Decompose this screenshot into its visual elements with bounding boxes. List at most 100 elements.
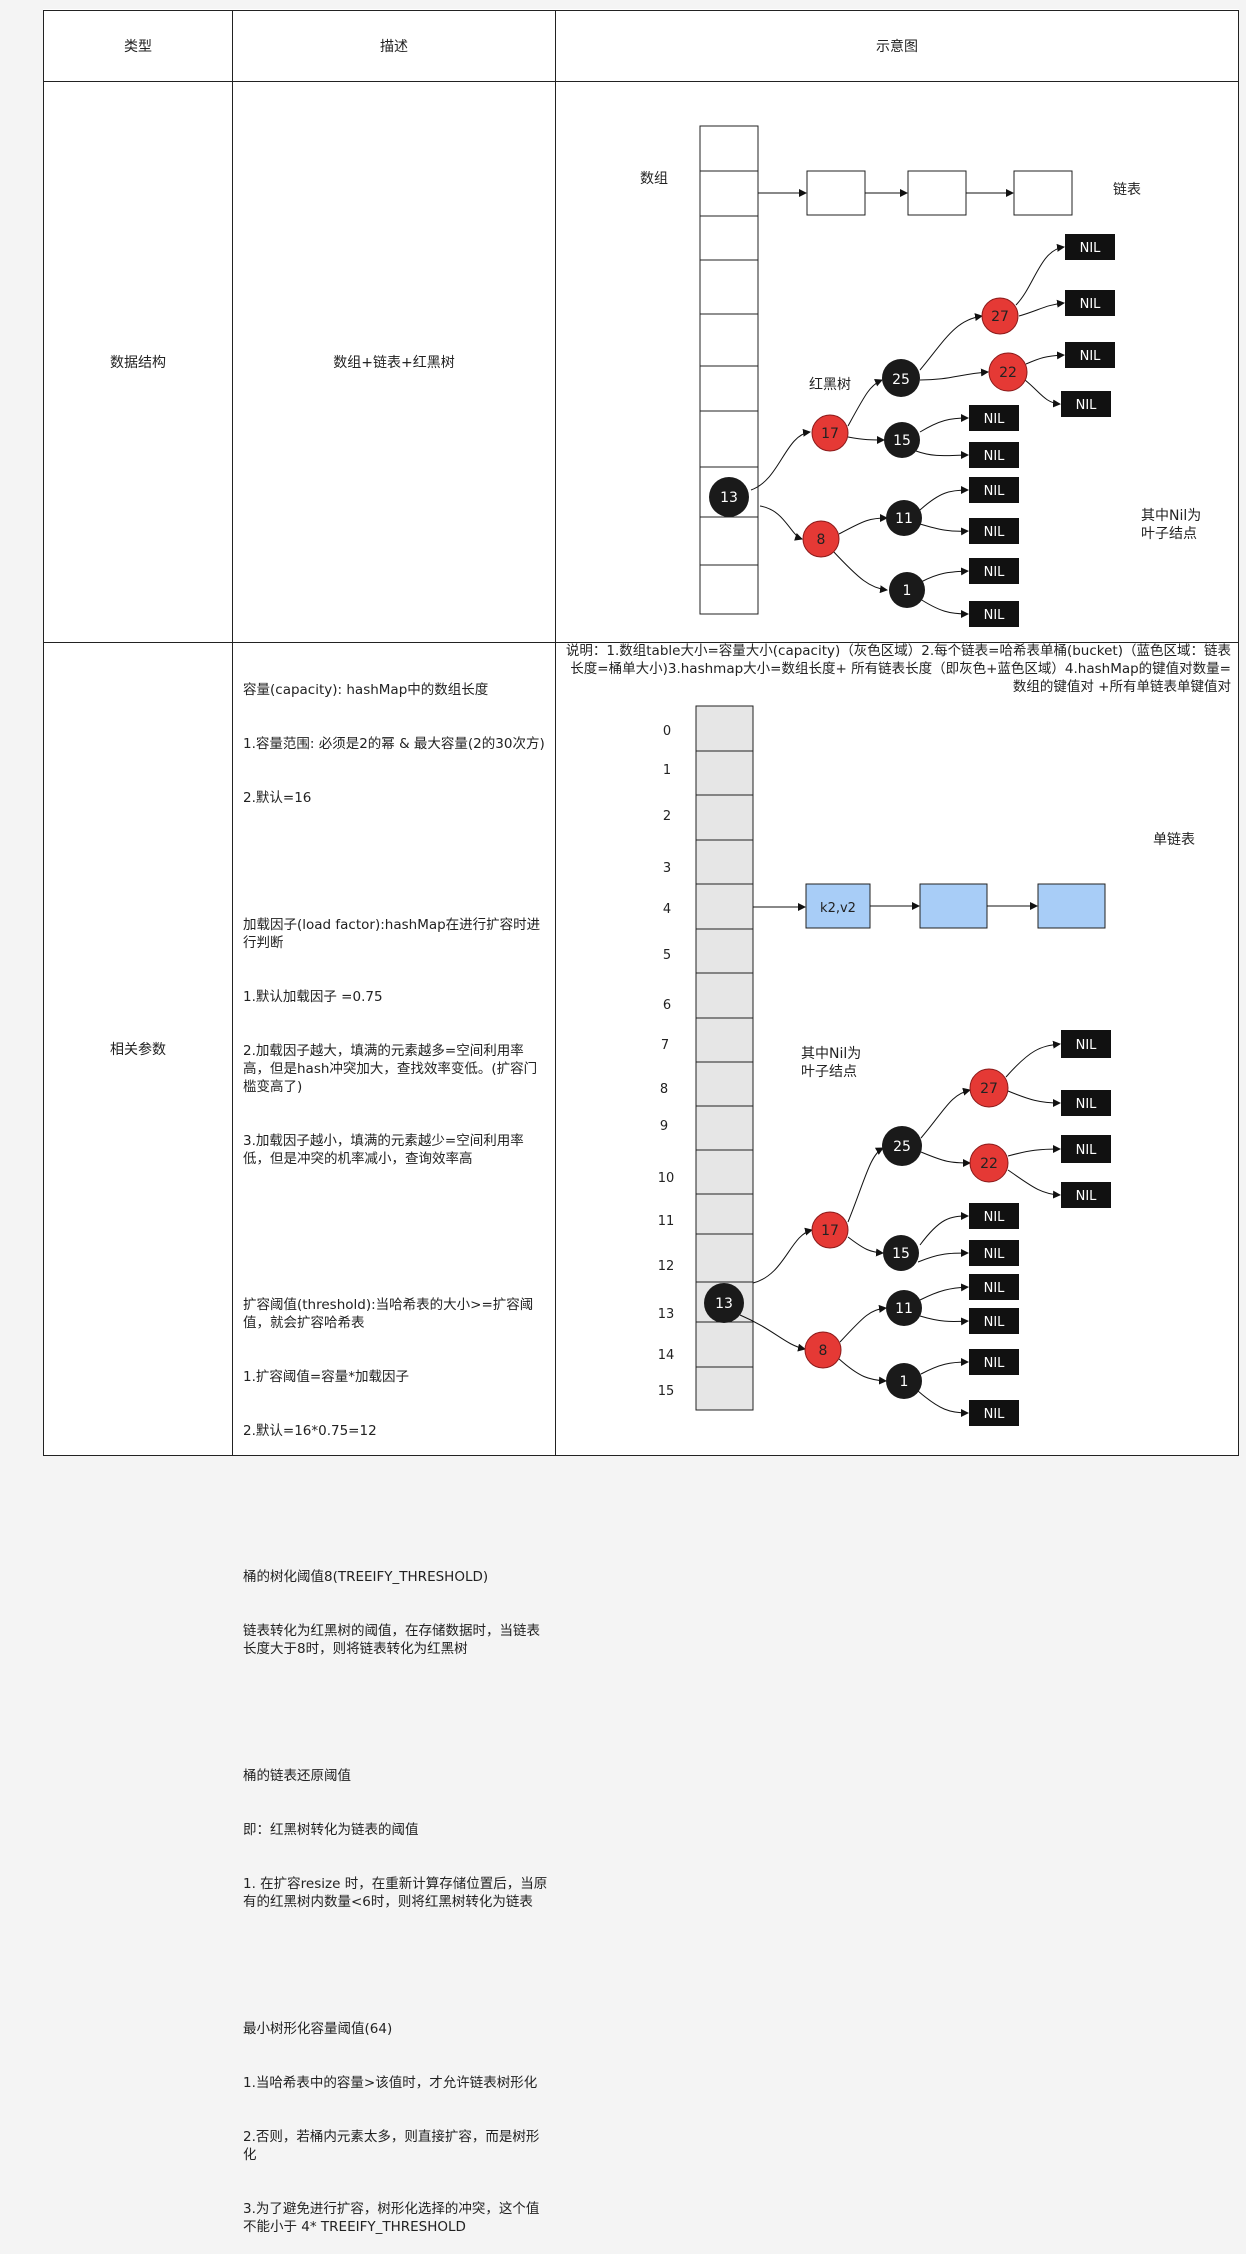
list-node (806, 170, 866, 216)
nil-label: NIL (984, 565, 1006, 580)
nil-label: NIL (1076, 1038, 1098, 1053)
node-label: 8 (819, 1343, 828, 1359)
linked-list-2: k2,v2 (753, 883, 1106, 929)
tree-node-8: 8 (802, 520, 840, 558)
nil-label: NIL (1076, 1143, 1098, 1158)
nil-node: NIL (969, 405, 1019, 431)
tree-node-11: 11 (886, 500, 922, 536)
tree-node-1: 1 (889, 572, 925, 608)
tree-node-15: 15 (884, 422, 920, 458)
node-label: 13 (720, 490, 738, 506)
param-line: 2.否则，若桶内元素太多，则直接扩容，而是树形化 (243, 2129, 540, 2163)
nil-label: NIL (1076, 398, 1098, 413)
nil-note-line1: 其中Nil为 (1141, 508, 1201, 524)
single-list-label: 单链表 (1153, 832, 1195, 848)
linked-list-1 (758, 170, 1073, 216)
nil-node: NIL (1061, 1135, 1111, 1163)
tree-node-13: 13 (704, 1283, 744, 1323)
node-label: 1 (903, 583, 912, 599)
param-line: 链表转化为红黑树的阈值，在存储数据时，当链表长度大于8时，则将链表转化为红黑树 (243, 1623, 540, 1657)
nil-node: NIL (969, 558, 1019, 584)
node-label: 15 (892, 1246, 910, 1262)
bucket-index: 7 (661, 1038, 669, 1053)
nil-node: NIL (1061, 1090, 1111, 1116)
list-node-label: k2,v2 (820, 901, 856, 916)
nil-node: NIL (1061, 391, 1111, 417)
nil-node: NIL (1061, 1030, 1111, 1058)
bucket-index: 2 (663, 809, 671, 824)
nil-label: NIL (984, 484, 1006, 499)
param-line: 容量(capacity): hashMap中的数组长度 (243, 682, 489, 698)
array-column-1 (699, 125, 759, 615)
bucket-index: 1 (663, 763, 671, 778)
bucket-indices: 0 1 2 3 4 5 6 7 8 9 10 11 12 13 14 15 (658, 724, 675, 1399)
nil-node: NIL (969, 518, 1019, 544)
tree-node-13: 13 (709, 477, 749, 517)
bucket-index: 10 (658, 1171, 675, 1186)
node-label: 11 (895, 511, 913, 527)
node-label: 22 (980, 1156, 998, 1172)
nil-node: NIL (1065, 342, 1115, 368)
node-label: 25 (893, 1139, 911, 1155)
nil-node: NIL (969, 1240, 1019, 1266)
tree-node-15: 15 (883, 1235, 919, 1271)
nil-label: NIL (1080, 297, 1102, 312)
tree-node-17: 17 (811, 1211, 849, 1249)
nil-label: NIL (984, 1356, 1006, 1371)
bucket-index: 14 (658, 1348, 675, 1363)
node-label: 17 (821, 1223, 839, 1239)
node-label: 25 (892, 372, 910, 388)
list-node: k2,v2 (805, 883, 871, 929)
node-label: 22 (999, 365, 1017, 381)
tree-node-27: 27 (981, 297, 1019, 335)
list-node (907, 170, 967, 216)
nil-label: NIL (984, 608, 1006, 623)
bucket-index: 0 (663, 724, 671, 739)
nil-node: NIL (969, 442, 1019, 468)
param-line: 1.容量范围: 必须是2的幂 & 最大容量(2的30次方) (243, 736, 545, 752)
param-line: 最小树形化容量阈值(64) (243, 2021, 393, 2037)
nil-node: NIL (1061, 1182, 1111, 1208)
tree-node-25: 25 (882, 1126, 922, 1166)
nil-node: NIL (969, 1400, 1019, 1426)
param-line: 扩容阈值(threshold):当哈希表的大小>=扩容阈值，就会扩容哈希表 (243, 1297, 534, 1331)
node-label: 27 (991, 309, 1009, 325)
list-node (1013, 170, 1073, 216)
bucket-index: 11 (658, 1214, 675, 1229)
array-label: 数组 (640, 171, 668, 187)
nil-node: NIL (969, 477, 1019, 503)
node-label: 15 (893, 433, 911, 449)
nil-label: NIL (1080, 241, 1102, 256)
diagram1: 数组 链表 红黑树 其中Nil为 叶子结点 (640, 125, 1201, 627)
tree-edges-2 (739, 1040, 1061, 1417)
tree-node-17: 17 (811, 414, 849, 452)
tree-node-25: 25 (882, 359, 920, 397)
nil-label: NIL (984, 1210, 1006, 1225)
list-node (1037, 883, 1106, 929)
node-label: 17 (821, 426, 839, 442)
node-label: 8 (817, 532, 826, 548)
nil-node: NIL (969, 1308, 1019, 1334)
node-label: 13 (715, 1296, 733, 1312)
list-node (919, 883, 988, 929)
node-label: 1 (900, 1374, 909, 1390)
node-label: 27 (980, 1081, 998, 1097)
document-sheet (43, 9, 1239, 1456)
nil-note-line2: 叶子结点 (801, 1064, 857, 1080)
param-line: 即：红黑树转化为链表的阈值 (243, 1822, 419, 1838)
param-line: 桶的链表还原阈值 (243, 1768, 351, 1784)
tree-node-8: 8 (804, 1331, 842, 1369)
bucket-index: 15 (658, 1384, 675, 1399)
diagram2-explanation: 说明：1.数组table大小=容量大小(capacity)（灰色区域）2.每个链… (565, 643, 1231, 695)
bucket-index: 5 (663, 948, 671, 963)
tree-node-11: 11 (886, 1290, 922, 1326)
nil-node: NIL (1065, 234, 1115, 260)
tree-edges-1 (750, 243, 1065, 618)
nil-label: NIL (1076, 1189, 1098, 1204)
nil-node: NIL (969, 1203, 1019, 1229)
nil-label: NIL (984, 1281, 1006, 1296)
tree-label: 红黑树 (809, 377, 851, 393)
bucket-index: 13 (658, 1307, 675, 1322)
tree-node-22: 22 (988, 352, 1028, 392)
node-label: 11 (895, 1301, 913, 1317)
